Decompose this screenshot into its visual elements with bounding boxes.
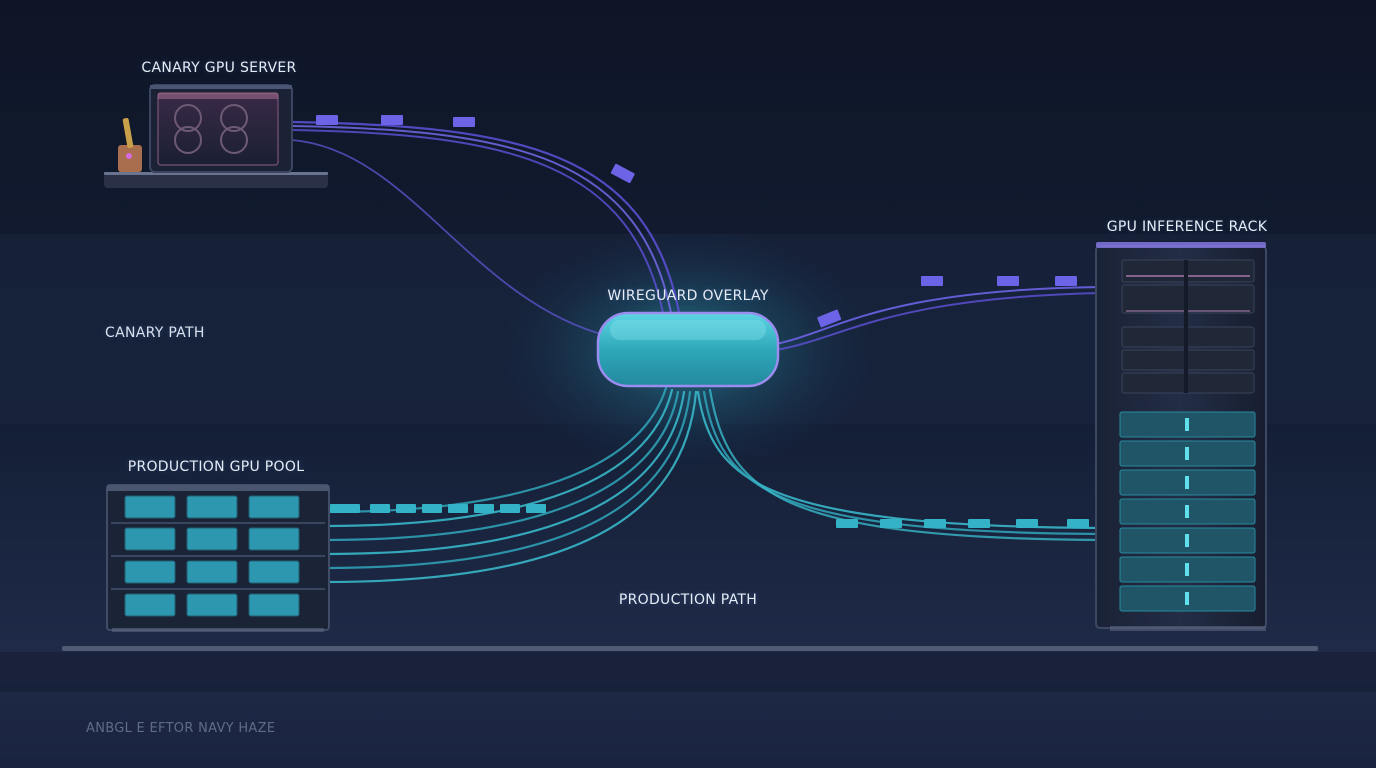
production-path-label: PRODUCTION PATH [618,592,758,608]
canary-gpu-server [104,84,328,188]
production-packets [330,504,1089,528]
gpu-inference-rack-label: GPU INFERENCE RACK [1106,219,1268,235]
footer-caption: ANBGL E EFTOR NAVY HAZE [86,721,276,736]
gpu-inference-rack [1095,242,1267,631]
production-gpu-pool-label: PRODUCTION GPU POOL [127,459,305,475]
canary-packets [316,115,1077,328]
wireguard-overlay-node [596,311,780,388]
floor-shadow [0,652,1376,692]
canary-gpu-server-label: CANARY GPU SERVER [141,60,297,76]
canary-path-label: CANARY PATH [105,325,205,341]
production-gpu-pool [106,484,330,632]
floor-shelf [62,646,1318,651]
canary-cables [290,120,1101,351]
wireguard-overlay-label: WIREGUARD OVERLAY [607,288,769,304]
